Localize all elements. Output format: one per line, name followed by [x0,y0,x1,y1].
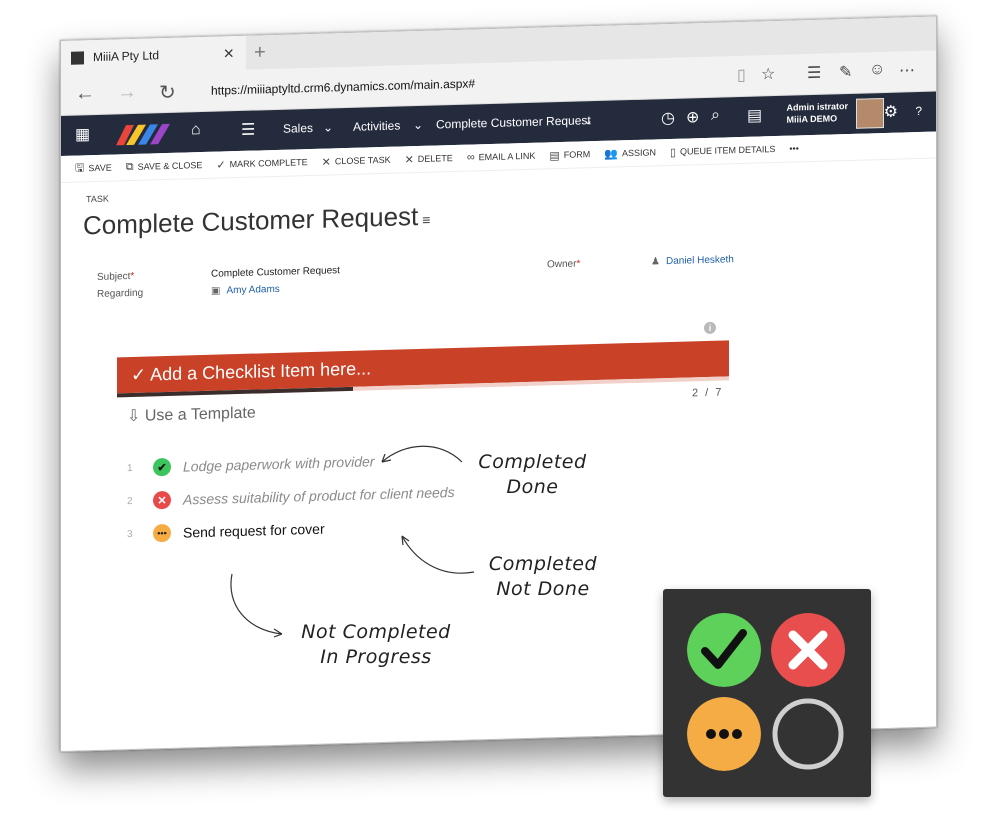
cross-icon [771,613,845,687]
annotation-completed-done: Completed Done [478,451,587,498]
status-legend [663,589,871,797]
annotation-in-progress: Not Completed In Progress [301,621,451,668]
check-icon [687,613,761,687]
annotation-completed-not-done: Completed Not Done [488,553,598,600]
empty-circle-icon [772,698,844,770]
ellipsis-icon [687,697,761,771]
browser-window: MiiiA Pty Ltd × + ← → ↻ https://miiiapty… [60,15,937,752]
miiia-logo [116,123,170,146]
crm-nav-bar: ▦ ⌂ ☰ Sales ⌄ Activities ⌄ Complete Cust… [61,91,936,156]
